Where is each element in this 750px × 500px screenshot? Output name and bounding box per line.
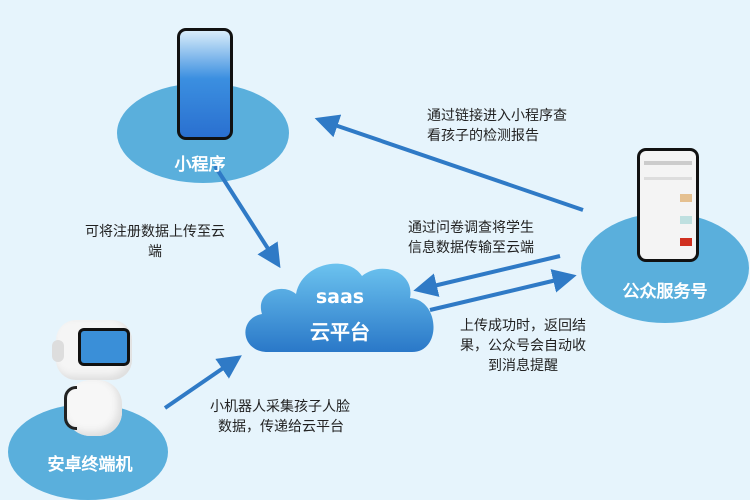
arrow-robot-to-cloud <box>163 355 242 410</box>
note-line: 通过问卷调查将学生 <box>408 220 534 236</box>
mini-program-phone-image <box>177 28 233 140</box>
note-line: 可将注册数据上传至云 <box>85 224 225 240</box>
arrow-mini-to-cloud <box>213 164 281 269</box>
note-robot-collect: 小机器人采集孩子人脸 数据，传递给云平台 <box>210 397 350 437</box>
note-line: 数据，传递给云平台 <box>218 419 344 435</box>
official-account-phone-image <box>637 148 699 262</box>
note-line: 果，公众号会自动收 <box>460 338 586 354</box>
note-upload-result: 上传成功时，返回结 果，公众号会自动收 到消息提醒 <box>448 316 598 376</box>
note-line: 信息数据传输至云端 <box>408 240 534 256</box>
android-terminal-ellipse <box>8 404 168 500</box>
note-survey-upload: 通过问卷调查将学生 信息数据传输至云端 <box>408 218 534 258</box>
arrow-cloud-to-account <box>429 269 577 312</box>
android-terminal-label: 安卓终端机 <box>47 455 133 475</box>
note-line: 到消息提醒 <box>488 358 558 374</box>
note-link-view: 通过链接进入小程序查 看孩子的检测报告 <box>427 106 567 146</box>
official-account-ellipse <box>581 213 749 323</box>
arrow-account-to-cloud <box>413 254 561 297</box>
note-register-upload: 可将注册数据上传至云 端 <box>80 222 230 262</box>
robot-image <box>50 320 140 438</box>
note-line: 通过链接进入小程序查 <box>427 108 567 124</box>
cloud-platform-label: 云平台 <box>310 320 370 344</box>
arrow-account-to-mini <box>314 114 584 212</box>
note-line: 端 <box>148 244 162 260</box>
mini-program-label: 小程序 <box>174 155 226 175</box>
official-account-label: 公众服务号 <box>622 282 708 302</box>
cloud-saas-label: saas <box>315 286 365 308</box>
note-line: 小机器人采集孩子人脸 <box>210 399 350 415</box>
note-line: 看孩子的检测报告 <box>427 128 539 144</box>
note-line: 上传成功时，返回结 <box>460 318 586 334</box>
saas-cloud <box>245 263 434 352</box>
